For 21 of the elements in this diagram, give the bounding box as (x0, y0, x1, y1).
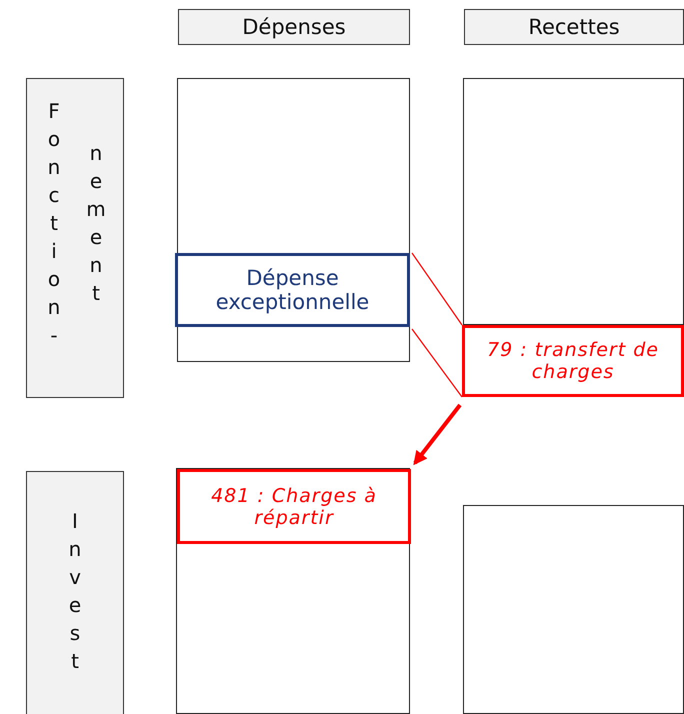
arrow (413, 404, 462, 466)
connector-line (412, 328, 462, 398)
vertical-label: Fonction- nement (41, 98, 109, 353)
column-header (464, 9, 684, 45)
highlight-box (175, 253, 410, 327)
row-header (26, 78, 124, 398)
account-box (177, 78, 410, 362)
highlight-box (462, 325, 684, 397)
column-title: Recettes (528, 15, 620, 39)
highlight-box (177, 469, 411, 544)
column-title: Dépenses (242, 15, 346, 39)
row-header (26, 471, 124, 714)
box-label: 79 : transfert de charges (486, 339, 660, 383)
column-header (178, 9, 410, 45)
account-box (463, 78, 684, 325)
account-box (176, 468, 410, 714)
vertical-label: Invest (62, 508, 88, 679)
box-label: 481 : Charges à répartir (210, 484, 378, 528)
box-label: Dépense exceptionnelle (214, 266, 370, 314)
account-box (463, 505, 684, 714)
connector-line (412, 252, 462, 326)
